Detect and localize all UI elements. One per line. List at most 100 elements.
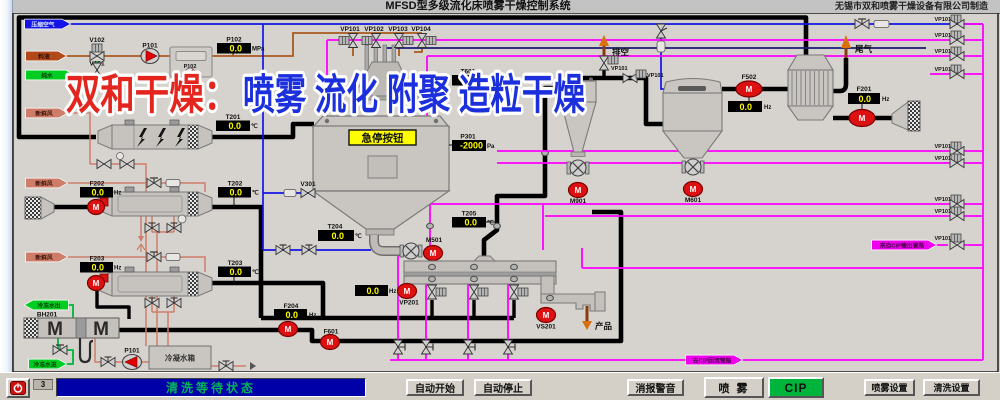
valve-right-row-4[interactable]: VP101 [934,141,965,156]
fan-label: F601 [324,329,339,336]
lightning-icon [175,128,185,147]
valve-tank-overflow[interactable] [218,360,234,371]
valve-v101[interactable]: V101 [89,61,105,78]
display-unit: Pa [487,144,495,150]
valve-right-row-2[interactable]: VP101 [934,46,965,61]
auto-start-button[interactable]: 自动开始 [406,379,464,396]
valve-cip-bottom-2[interactable] [421,339,434,355]
valve-right-row-0[interactable]: VP101 [934,14,965,29]
valve-blue-vert[interactable] [656,23,668,53]
valve-right-row-6[interactable]: VP101 [934,194,965,209]
display-unit: ℃ [252,190,259,197]
valve-right-row-8[interactable]: VP101 [934,233,965,250]
valve-vp102[interactable]: VP102 [361,26,384,48]
valve-right-row-1[interactable]: VP101 [934,30,965,45]
display-unit: Hz [764,105,771,111]
valve-chilled-water[interactable] [52,344,68,355]
tag-label: 冷冻水进 [33,360,56,368]
equipment-label: BH201 [37,312,58,319]
fan-f502[interactable]: F502 M [735,74,763,101]
valve-blue-1[interactable] [275,244,291,255]
spray-settings-button[interactable]: 喷雾设置 [864,379,915,396]
motor-m501[interactable]: M501 M [422,237,444,262]
tag-fresh-air-1: 新鲜风 [25,107,69,119]
valve-vp101[interactable]: VP101 [338,26,360,48]
valve-duct-vp101[interactable]: VP101 [622,69,664,83]
fan-f202[interactable]: M [86,197,109,216]
valve-v301[interactable]: V301 [283,181,316,198]
valve-drain-h2a[interactable] [144,222,160,233]
valve-v102[interactable]: V102 [89,37,105,61]
display-label: T203 [228,260,243,267]
motor-m-glyph: M [93,279,100,288]
valve-blue-main[interactable] [854,18,890,29]
motor-vp201[interactable]: M VP201 [396,282,420,307]
display-t205: T205 0.0 ℃ [452,211,497,228]
valve-label: V102 [89,37,105,44]
vibrating-conveyor [540,275,606,312]
clean-settings-button[interactable]: 清洗设置 [923,379,980,396]
fan-f201[interactable]: M [848,108,876,128]
motor-m901[interactable]: M M901 [567,181,589,206]
steam-gauge-icon [116,152,124,160]
valve-condensate-loop[interactable] [100,356,116,367]
intake-filter [24,196,55,220]
valve-label: V301 [300,181,316,188]
display-unit: ℃ [355,233,362,240]
valve-cip-bottom-4[interactable] [503,339,516,355]
valve-right-row-5[interactable]: VP101 [934,153,965,168]
valve-drain-h3a[interactable] [144,297,160,308]
exhaust-diffuser [891,100,921,132]
motor-label: VS201 [536,324,556,331]
valve-steam-h2[interactable] [146,177,181,188]
vent-label: 排空 [612,47,630,57]
rotary-valve-cyclone[interactable] [566,159,590,177]
fan-f204[interactable]: M [277,320,299,338]
valve-right-row-7[interactable]: VP101 [934,206,965,221]
spray-button[interactable]: 喷 雾 [704,377,764,398]
display-label: T601 [461,69,476,76]
tag-chilled-water-in: 冷冻水进 [28,358,68,370]
tag-label: 新鲜风 [35,109,53,117]
tag-fresh-air-3: 新鲜风 [25,251,69,263]
homogenizer-unit: P102 [169,46,213,79]
motor-m-glyph: M [93,203,100,212]
motor-vs201[interactable]: M VS201 [535,306,556,331]
condensate-pump-p101[interactable]: P101 [121,348,143,371]
display-value: 0.0 [739,102,752,112]
valve-cip-bottom-1[interactable] [393,339,406,355]
estop-button[interactable]: 急停按钮 [348,129,417,146]
cip-button[interactable]: CIP [768,377,824,398]
valve-blue-2[interactable] [301,244,317,255]
display-f201: F201 0.0 Hz [848,86,889,109]
rotary-valve-m501[interactable] [399,242,423,260]
auto-stop-button[interactable]: 自动停止 [474,379,532,396]
valve-label: VP101 [934,49,951,55]
valve-label: VP101 [934,156,951,162]
valve-label: VP101 [934,17,951,23]
display-value: 0.0 [366,286,379,296]
motor-m601[interactable]: M M601 [682,180,704,205]
display-value: 0.0 [91,263,104,273]
valve-cip-bottom-3[interactable] [463,339,476,355]
valve-right-row-3[interactable]: VP101 [934,64,965,79]
tag-label: 压缩空气 [31,20,54,28]
valve-vp103[interactable]: VP103 [388,26,414,48]
feed-pump-p101[interactable]: P101 [140,43,160,65]
fan-f601[interactable]: F601 M [319,329,341,351]
valve-drain-h2b[interactable] [166,222,182,233]
dehumidifier-m-glyph: M [93,319,109,340]
tag-label: 冷冻水出 [37,301,60,309]
fan-f203[interactable]: M [86,273,109,292]
valve-vent-vp101[interactable]: VP101 [599,55,628,72]
tag-label: 来自CIP输出管路 [879,241,925,249]
valve-drain-h3b[interactable] [166,297,182,308]
power-button[interactable] [6,378,30,398]
rotary-valve-bagfilter[interactable] [681,158,705,176]
valve-label: VP101 [340,26,360,33]
valve-steam-h3[interactable] [146,251,181,262]
valve-vp104[interactable]: VP104 [411,26,437,48]
motor-m-glyph: M [575,186,582,195]
display-value: 0.0 [464,76,477,86]
mute-alarm-button[interactable]: 消报警音 [627,379,684,396]
